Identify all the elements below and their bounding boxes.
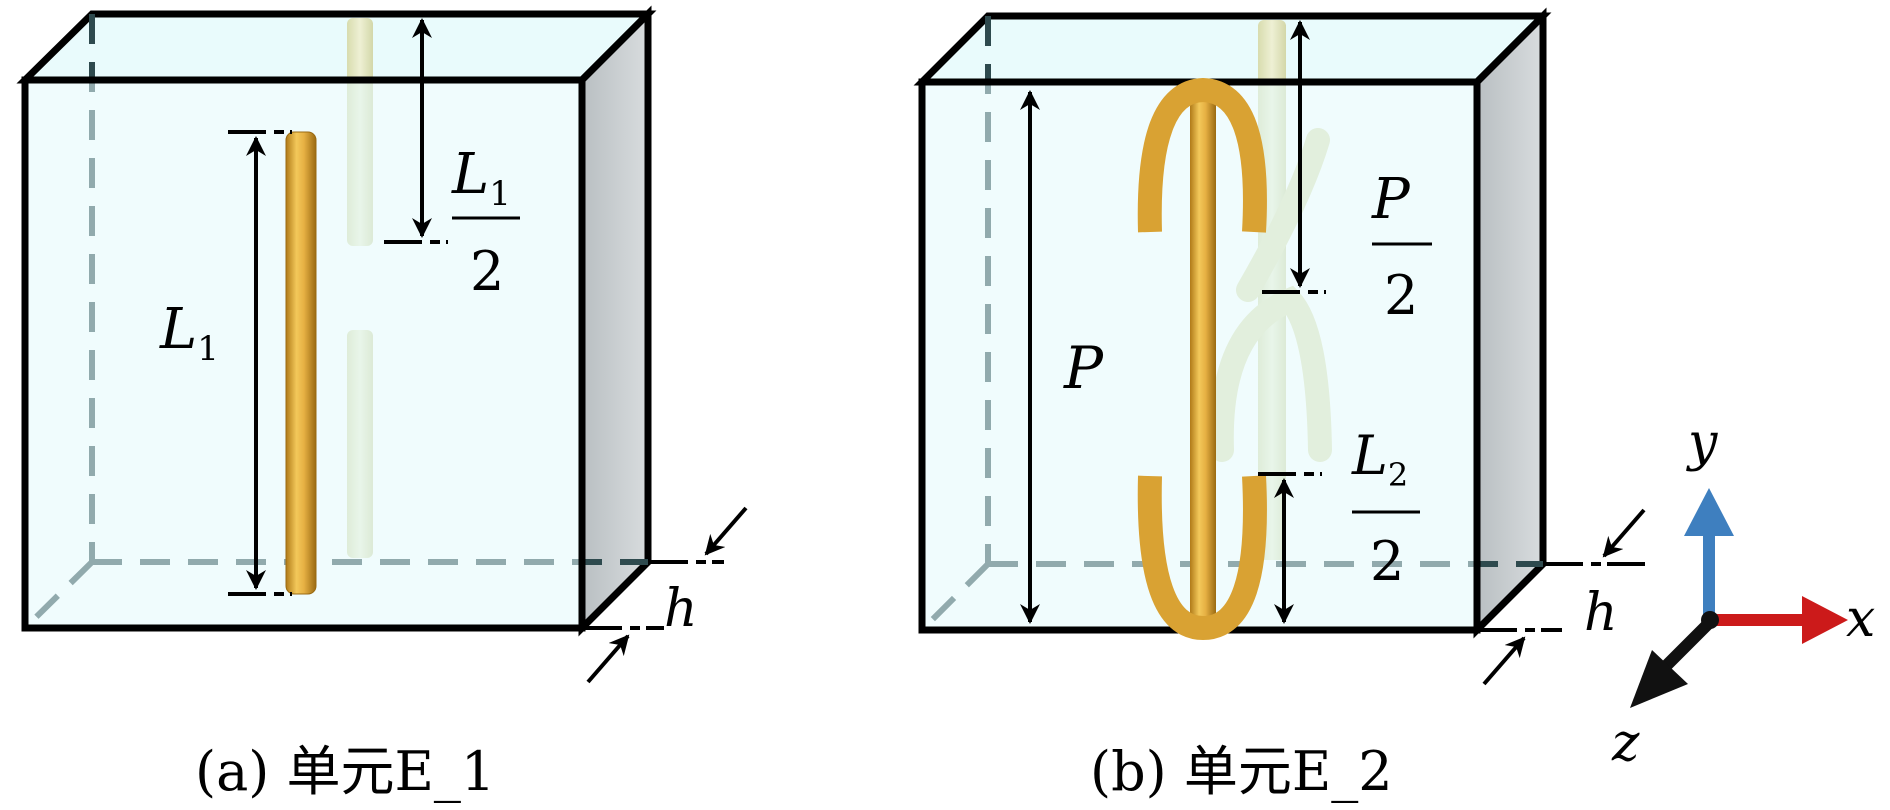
h-arrow-a-bottom: [586, 634, 630, 684]
label-l2-half-num: L2: [1351, 424, 1408, 494]
panel-a: L1 L1 2 h (a) 单元E_1: [16, 5, 748, 803]
gold-rod-a: [285, 131, 317, 595]
box-a-side-face: [578, 5, 652, 637]
h-arrow-a-top: [704, 506, 748, 556]
label-h-a: h: [664, 579, 698, 639]
label-p-half-den: 2: [1384, 264, 1418, 327]
box-a-top-face: [16, 10, 657, 84]
axis-origin: [1701, 611, 1719, 629]
label-l1: L1: [159, 297, 219, 369]
axis-y-shaft: [1703, 530, 1715, 622]
coordinate-axes: y x z: [1611, 413, 1875, 773]
box-b-top-face: [913, 12, 1552, 86]
gold-ring-upper: [1137, 77, 1267, 233]
label-p: P: [1063, 334, 1104, 402]
label-l1-half-num: L1: [451, 142, 511, 214]
axis-z-head: [1630, 650, 1688, 708]
axis-y-head: [1684, 488, 1734, 536]
panel-b: P P 2 L2 2 h (b) 单元E_2: [913, 7, 1646, 803]
label-axis-x: x: [1846, 589, 1875, 649]
box-b-side-face: [1473, 7, 1547, 639]
label-axis-y: y: [1686, 413, 1718, 473]
caption-a: (a) 单元E_1: [195, 740, 495, 803]
h-arrow-b-bottom: [1482, 636, 1526, 686]
label-axis-z: z: [1611, 713, 1640, 773]
gold-ring-spine: [1190, 88, 1216, 628]
label-p-half-num: P: [1371, 167, 1411, 232]
label-l2-half-den: 2: [1370, 530, 1404, 593]
axis-z-shaft: [1655, 615, 1717, 677]
axis-x-head: [1802, 596, 1848, 644]
caption-b: (b) 单元E_2: [1090, 740, 1393, 803]
axis-x-shaft: [1712, 614, 1808, 626]
gold-ring-lower: [1137, 475, 1267, 641]
label-h-b: h: [1584, 583, 1618, 643]
h-arrow-b-top: [1602, 508, 1646, 558]
label-l1-half-den: 2: [470, 240, 504, 303]
